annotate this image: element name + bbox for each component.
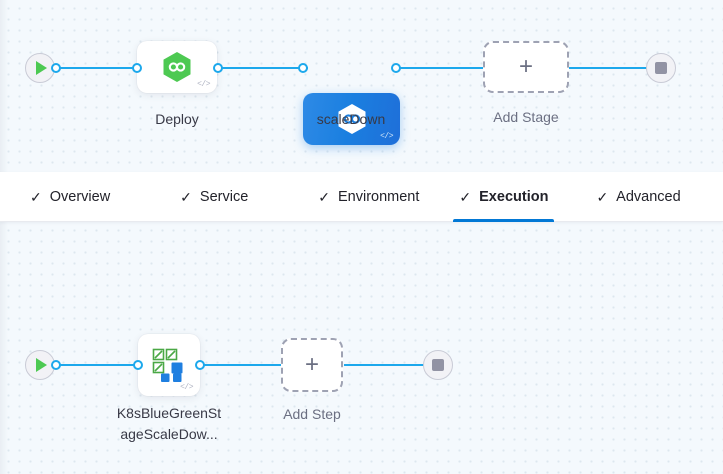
step-node-label-line1: K8sBlueGreenSt xyxy=(116,405,222,421)
tab-environment[interactable]: ✓ Environment xyxy=(312,172,425,222)
tab-label: Overview xyxy=(49,188,111,205)
end-node-circle[interactable] xyxy=(423,350,453,380)
code-glyph-icon: </> xyxy=(197,80,210,89)
add-stage-button[interactable]: + xyxy=(483,41,569,93)
tab-service[interactable]: ✓ Service xyxy=(174,172,254,222)
check-icon: ✓ xyxy=(180,188,192,205)
port-deploy-in[interactable] xyxy=(132,63,142,73)
port-exec-start-out[interactable] xyxy=(51,360,61,370)
stage-node-scaledown[interactable]: </> xyxy=(303,93,400,145)
port-step-out[interactable] xyxy=(195,360,205,370)
step-node-label-line2: ageScaleDow... xyxy=(120,426,218,442)
code-glyph-icon: </> xyxy=(180,383,193,392)
execution-graph-canvas[interactable]: </> K8sBlueGreenSt ageScaleDow... + Add … xyxy=(0,222,723,474)
port-scaledown-in[interactable] xyxy=(298,63,308,73)
execution-end-node[interactable] xyxy=(423,350,453,380)
add-step-button[interactable]: + xyxy=(281,338,343,392)
stop-icon xyxy=(655,62,667,74)
canvas-left-gutter xyxy=(0,0,8,172)
stage-config-tabs: ✓ Overview ✓ Service ✓ Environment ✓ Exe… xyxy=(0,172,723,222)
tab-advanced[interactable]: ✓ Advanced xyxy=(590,172,686,222)
tab-label: Environment xyxy=(338,188,420,205)
end-node-circle[interactable] xyxy=(646,53,676,83)
link-step-to-addstep xyxy=(200,364,282,366)
stage-node-label-deploy: Deploy xyxy=(155,111,199,127)
tab-execution[interactable]: ✓ Execution xyxy=(453,172,555,222)
check-icon: ✓ xyxy=(596,188,609,205)
check-icon: ✓ xyxy=(30,188,42,205)
play-icon xyxy=(36,358,47,372)
link-addstage-to-end xyxy=(568,67,654,69)
start-node-circle[interactable] xyxy=(25,53,55,83)
pipeline-start-node[interactable] xyxy=(25,53,55,83)
tab-label: Service xyxy=(199,188,249,205)
step-node-k8s-bluegreen-scaledown[interactable]: </> xyxy=(138,334,200,396)
port-deploy-out[interactable] xyxy=(213,63,223,73)
stage-graph-canvas[interactable]: </> Deploy </> scaleDown + A xyxy=(0,0,723,172)
stage-node-label-scaledown: scaleDown xyxy=(316,111,386,127)
tab-label: Execution xyxy=(479,188,549,205)
link-scaledown-to-addstage xyxy=(396,67,484,69)
tab-overview[interactable]: ✓ Overview xyxy=(24,172,116,222)
stage-node-deploy[interactable]: </> xyxy=(137,41,217,93)
code-glyph-icon: </> xyxy=(380,132,393,141)
kubernetes-scale-icon xyxy=(152,348,186,382)
port-scaledown-out[interactable] xyxy=(391,63,401,73)
tab-label: Advanced xyxy=(616,188,681,205)
link-start-to-step xyxy=(56,364,140,366)
harness-hexagon-icon-white xyxy=(337,103,367,135)
add-step-label: Add Step xyxy=(283,406,341,422)
link-deploy-to-scaledown xyxy=(218,67,308,69)
play-icon xyxy=(36,61,47,75)
stop-icon xyxy=(432,359,444,371)
pipeline-end-node[interactable] xyxy=(646,53,676,83)
link-start-to-deploy xyxy=(56,67,140,69)
check-icon: ✓ xyxy=(318,188,330,205)
check-icon: ✓ xyxy=(459,188,472,205)
plus-icon: + xyxy=(518,53,533,80)
plus-icon: + xyxy=(304,351,319,378)
harness-hexagon-icon-green xyxy=(162,51,192,83)
add-stage-label: Add Stage xyxy=(493,109,559,125)
port-step-in[interactable] xyxy=(133,360,143,370)
port-start-out[interactable] xyxy=(51,63,61,73)
canvas-left-gutter xyxy=(0,222,8,474)
link-addstep-to-end xyxy=(344,364,428,366)
